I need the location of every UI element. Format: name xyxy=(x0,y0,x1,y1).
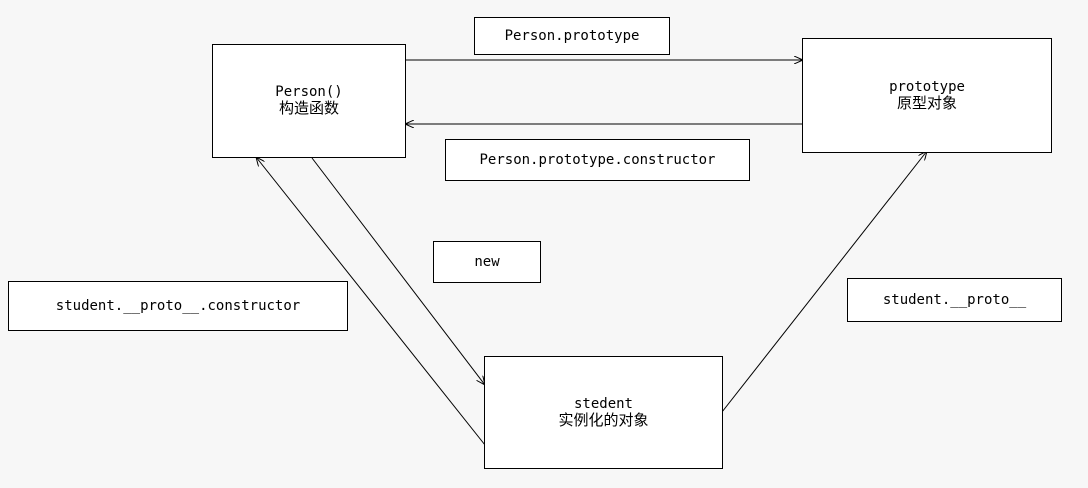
student-node-subtitle: 实例化的对象 xyxy=(558,410,649,429)
prototype-node-subtitle: 原型对象 xyxy=(896,93,957,112)
person-prototype-label: Person.prototype xyxy=(474,17,670,55)
arrow-student-to-person xyxy=(256,157,486,446)
new-label: new xyxy=(433,241,541,283)
prototype-node-title: prototype xyxy=(889,78,965,95)
prototype-constructor-label: Person.prototype.constructor xyxy=(445,139,750,181)
person-node-title: Person() xyxy=(275,84,343,101)
student-node-title: stedent xyxy=(573,395,633,412)
student-instance-node: stedent 实例化的对象 xyxy=(484,356,723,469)
person-constructor-node: Person() 构造函数 xyxy=(212,44,406,158)
person-node-subtitle: 构造函数 xyxy=(278,99,339,118)
arrow-student-to-prototype xyxy=(721,151,927,413)
student-proto-label: student.__proto__ xyxy=(847,278,1062,322)
prototype-object-node: prototype 原型对象 xyxy=(802,38,1052,153)
arrow-person-to-student xyxy=(311,157,485,385)
student-proto-constructor-label: student.__proto__.constructor xyxy=(8,281,348,331)
